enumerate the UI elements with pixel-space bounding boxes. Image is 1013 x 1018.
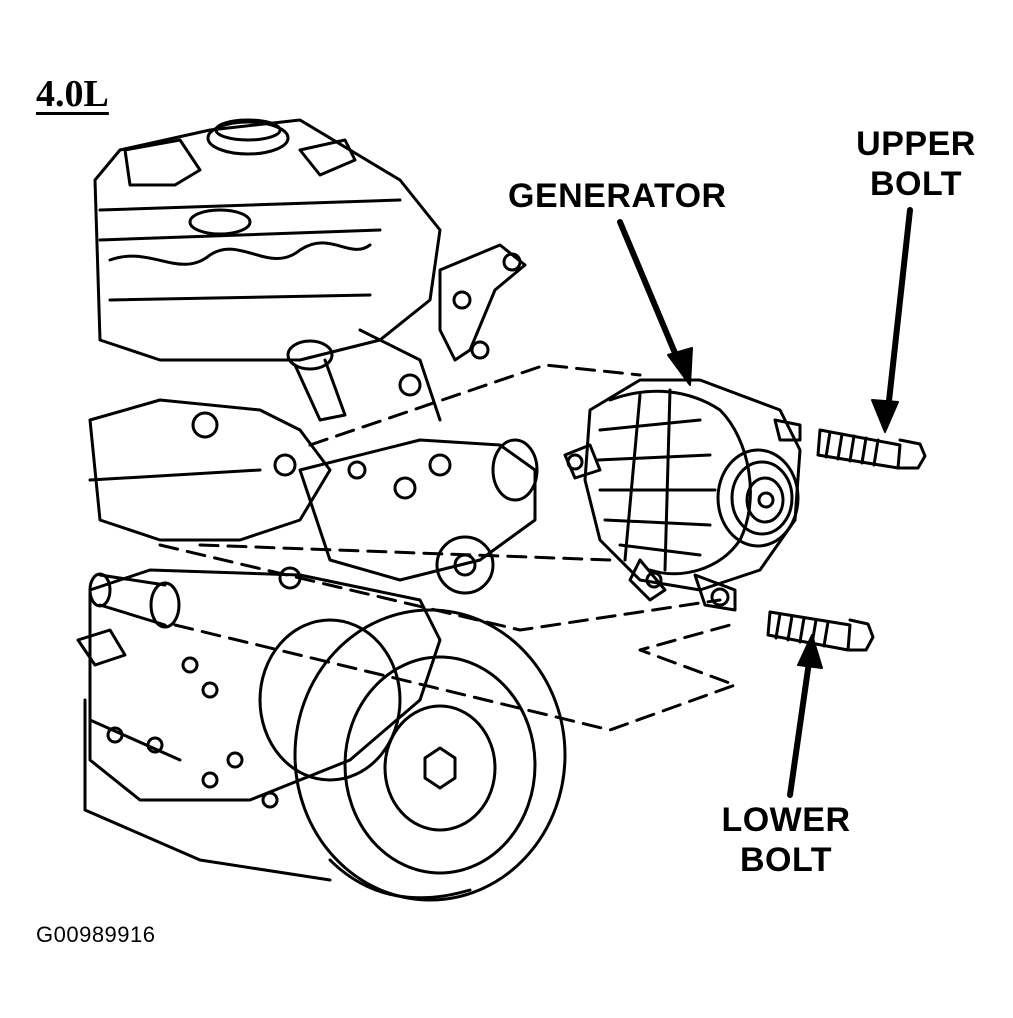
engine-block	[76, 118, 539, 882]
lower-bolt-arrow	[787, 652, 813, 798]
lower-bolt-label: LOWER BOLT	[716, 800, 856, 880]
upper-bolt-arrow	[885, 207, 913, 413]
generator	[563, 378, 802, 612]
leader-arrows	[617, 207, 913, 798]
engine-size-title: 4.0L	[36, 73, 109, 115]
lower-bolt	[766, 610, 875, 652]
upper-bolt	[816, 428, 927, 470]
alignment-guides	[158, 363, 737, 732]
figure-id: G00989916	[36, 922, 156, 947]
upper-bolt-label: UPPER BOLT	[848, 124, 984, 204]
crankshaft-pulley	[258, 608, 567, 902]
lower-bolt-label-line1: LOWER	[721, 801, 851, 839]
lower-bolt-label-line2: BOLT	[739, 841, 832, 879]
arrow-heads	[667, 347, 899, 669]
generator-label: GENERATOR	[508, 177, 727, 215]
upper-bolt-label-line2: BOLT	[869, 165, 962, 203]
upper-bolt-label-line1: UPPER	[856, 125, 976, 163]
generator-arrow	[617, 219, 683, 368]
